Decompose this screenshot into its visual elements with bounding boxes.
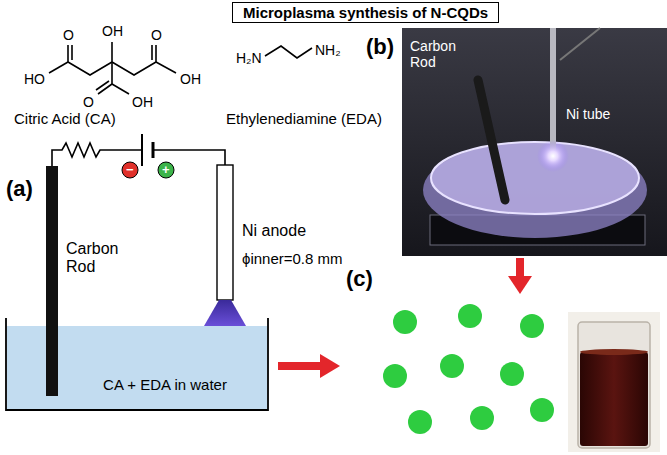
dot (440, 354, 464, 378)
terminal-sign: + (162, 163, 170, 178)
photo-ni-tube (550, 28, 556, 150)
part-name: Ni anode (242, 222, 306, 240)
atom-label: O (63, 27, 74, 43)
dot (470, 406, 494, 430)
bond (155, 45, 157, 62)
atom-label: O (151, 27, 162, 43)
arrow-head (508, 276, 532, 294)
vial-meniscus (580, 349, 648, 355)
minus-terminal (122, 162, 138, 178)
carbon-rod (46, 166, 58, 396)
dot (520, 314, 544, 338)
photo-wire (560, 28, 600, 60)
photo-background (402, 28, 667, 256)
dot (500, 362, 524, 386)
part-name: Carbon Rod (66, 240, 126, 277)
vial-liquid (580, 352, 648, 446)
panel-letter: (c) (346, 266, 373, 291)
dot (383, 364, 407, 388)
panel-letter: (a) (6, 176, 33, 201)
photo-liquid (431, 142, 639, 214)
bond (96, 81, 109, 90)
dimension: ϕinner=0.8 mm (242, 250, 343, 267)
compound-name: Citric Acid (CA) (14, 110, 116, 127)
panel-letter: (b) (366, 34, 394, 59)
photo-label: Carbon Rod (410, 38, 468, 70)
photo-dish-rim (431, 142, 639, 214)
bond (111, 62, 113, 84)
atom-label: HO (24, 71, 45, 87)
atom-label: H₂N (236, 50, 262, 66)
battery-plate (141, 134, 143, 166)
bond (71, 45, 73, 60)
atom-label: OH (132, 94, 153, 110)
dot (393, 310, 417, 334)
atom-label: OH (180, 71, 201, 87)
dot (458, 304, 482, 328)
vial-background (568, 312, 660, 452)
figure-title: Microplasma synthesis of N-CQDs (232, 2, 499, 23)
plasma (204, 300, 246, 326)
compound-name: Ethylenediamine (EDA) (226, 110, 382, 127)
ethylenediamine-structure (265, 46, 312, 58)
photo-carbon-rod (478, 80, 505, 200)
beaker-outline (6, 318, 268, 410)
arrow-shaft (516, 258, 524, 278)
atom-label: O (83, 94, 94, 110)
bond (151, 45, 153, 60)
photo-label: Ni tube (566, 106, 610, 122)
atom-label: NH₂ (315, 42, 341, 58)
bond (98, 84, 112, 94)
quantum-dots (383, 304, 554, 434)
arrow-head (320, 354, 340, 378)
vial-glass (578, 322, 650, 448)
photo-setup (402, 28, 667, 256)
plus-terminal (158, 162, 174, 178)
citric-acid-structure (49, 42, 176, 94)
bond (67, 45, 69, 62)
bond (112, 62, 156, 75)
photo-plasma-glow (537, 140, 569, 172)
bond (68, 62, 112, 75)
solution-region: CA + EDA in water (70, 372, 260, 406)
photo-dish (423, 142, 647, 238)
atom-label: OH (102, 23, 123, 39)
bond (49, 62, 68, 73)
ni-anode-tube (217, 165, 233, 300)
dot (530, 398, 554, 422)
process-arrows (278, 258, 532, 378)
dot (408, 410, 432, 434)
bond (156, 62, 176, 73)
arrow-shaft (278, 362, 322, 370)
vial-photo (568, 312, 660, 452)
bond (111, 42, 113, 62)
node-text: CA + EDA in water (76, 376, 254, 394)
terminal-sign: − (126, 163, 134, 178)
bond (112, 84, 129, 94)
schematic (6, 134, 268, 410)
